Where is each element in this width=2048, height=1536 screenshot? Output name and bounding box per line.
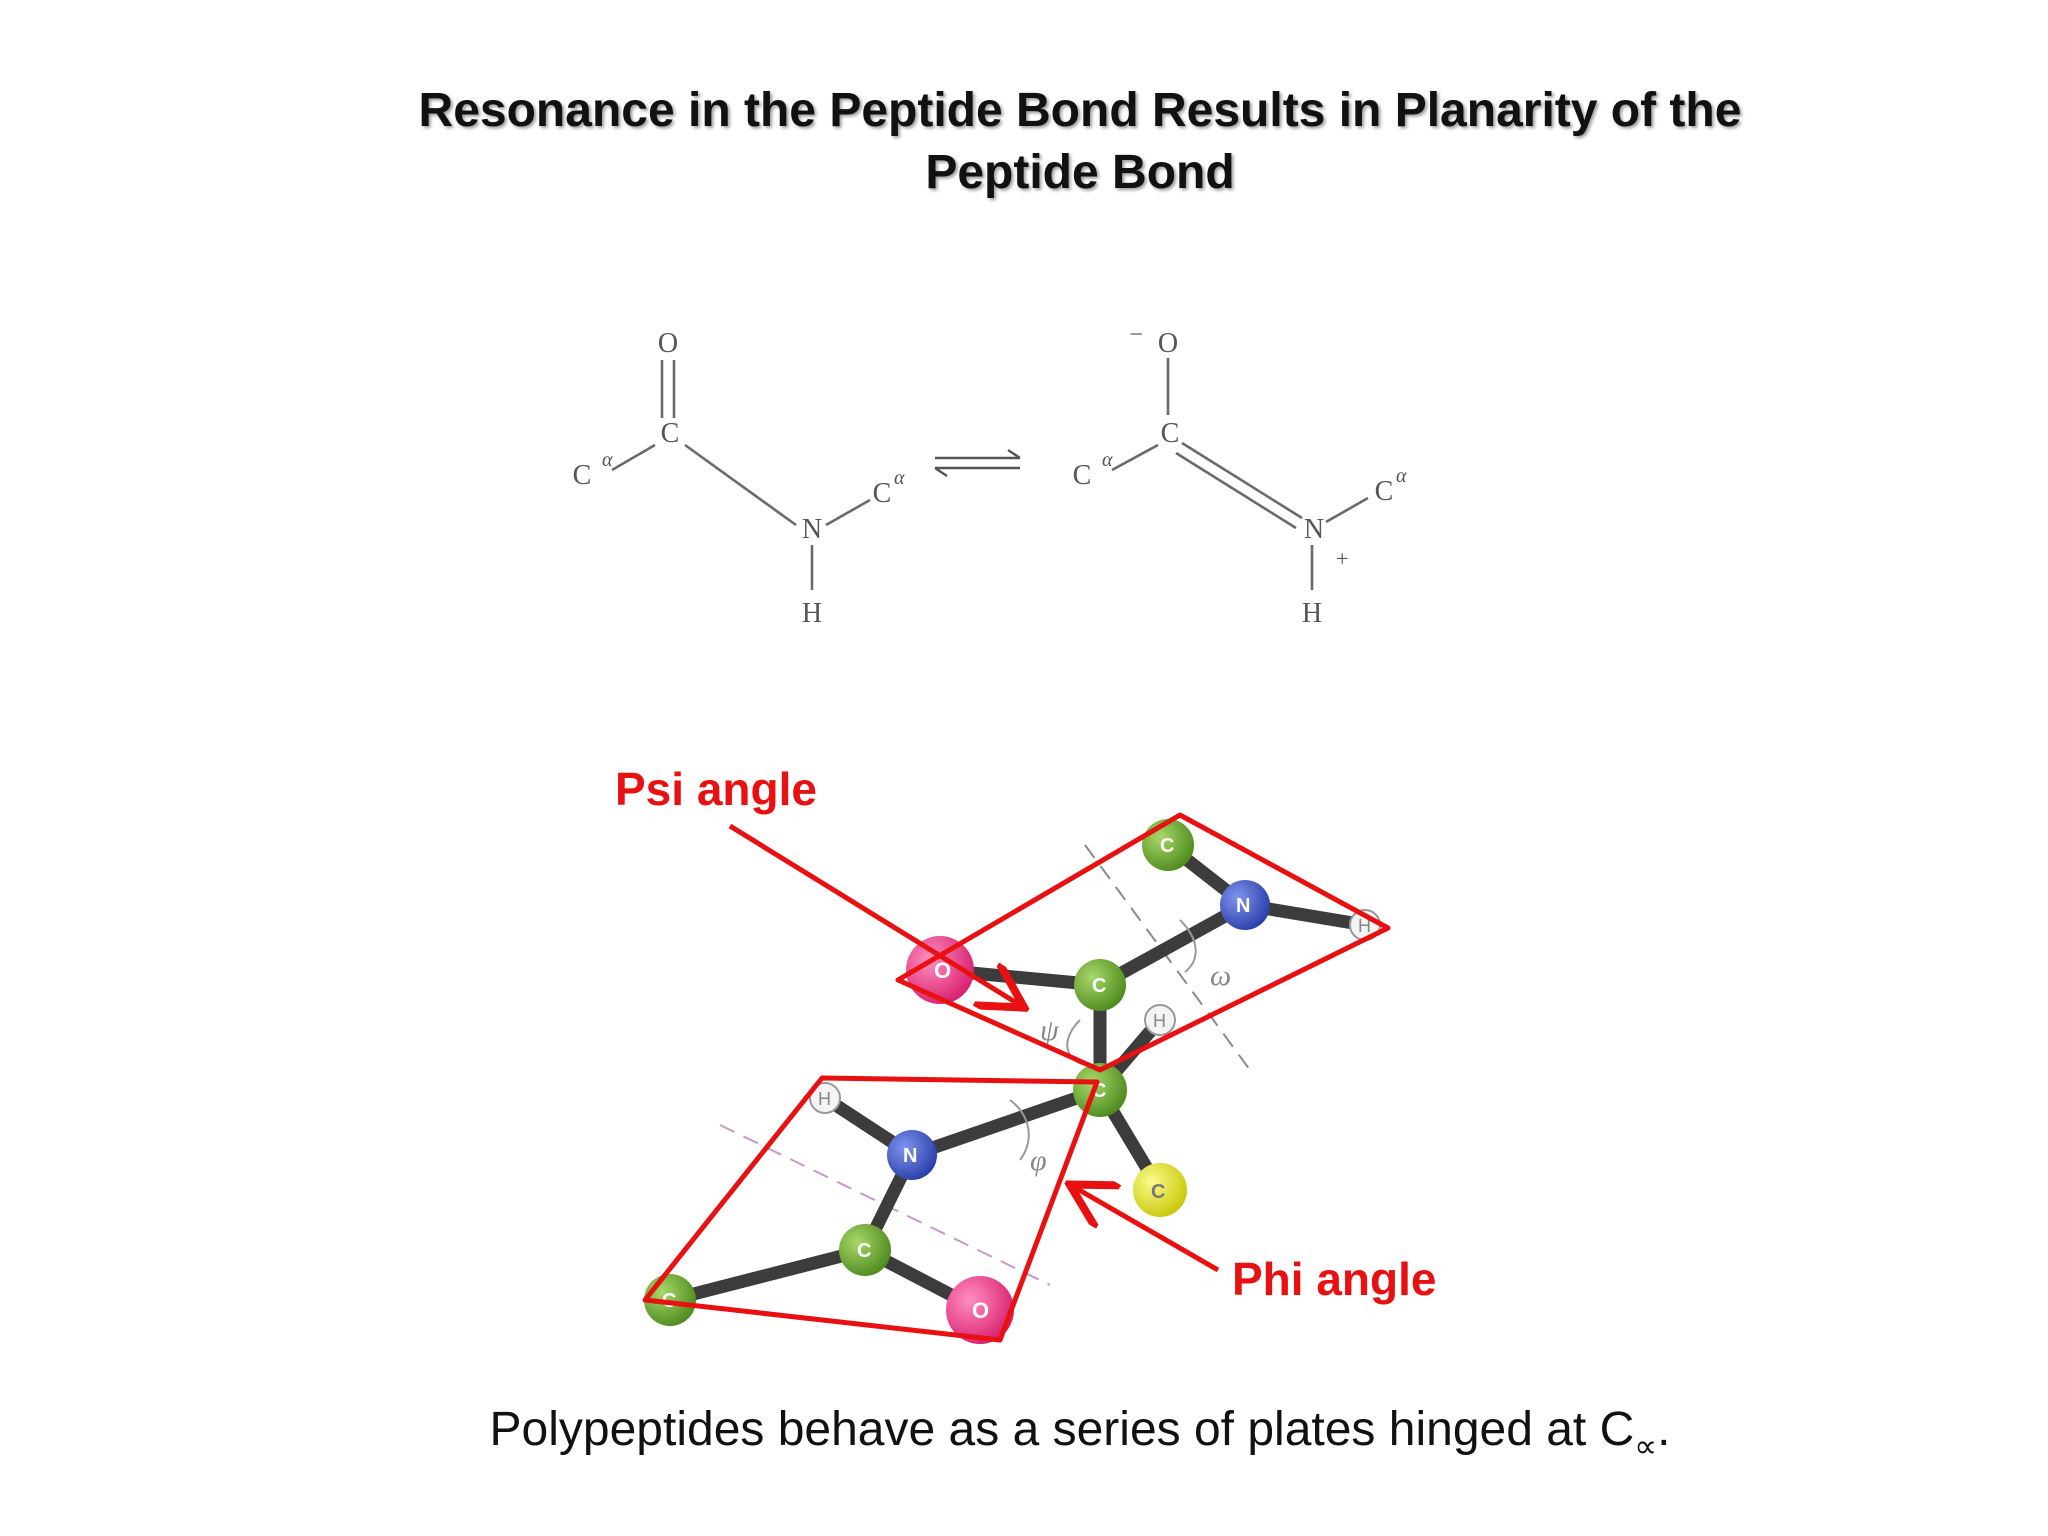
atom-label-o-bottom: O bbox=[972, 1298, 989, 1323]
psi-callout-arrow bbox=[728, 823, 1020, 1005]
atom-o: O bbox=[658, 328, 678, 359]
omega-rotation-arc bbox=[1179, 919, 1197, 973]
beta-carbon-atom bbox=[1133, 1163, 1187, 1217]
omega-axis bbox=[1084, 844, 1251, 1071]
alpha-superscript-2: α bbox=[894, 467, 905, 489]
c-n-bond bbox=[684, 443, 797, 527]
slide-title: Resonance in the Peptide Bond Results in… bbox=[200, 80, 1960, 204]
nitrogen-left-atom bbox=[887, 1130, 937, 1180]
resonance-structure-left: O C C α N C α H bbox=[573, 328, 905, 629]
n-calpha-bond bbox=[825, 498, 871, 527]
atom-o: O bbox=[1158, 328, 1178, 359]
n-calpha-bond bbox=[1325, 496, 1369, 524]
nitrogen-top-atom bbox=[1220, 880, 1270, 930]
atom-c: C bbox=[661, 418, 680, 449]
atom-calpha-1: C bbox=[573, 460, 592, 491]
phi-symbol: φ bbox=[1030, 1144, 1047, 1177]
atom-n: N bbox=[1304, 514, 1324, 545]
minus-charge: − bbox=[1129, 322, 1143, 348]
atom-label-c-beta: C bbox=[1151, 1181, 1165, 1203]
atom-n: N bbox=[802, 514, 822, 545]
phi-callout-arrow bbox=[1074, 1187, 1220, 1273]
caption-subscript: ∝ bbox=[1634, 1428, 1658, 1464]
hydrogen-left-atom bbox=[809, 1082, 841, 1114]
atom-h: H bbox=[1302, 598, 1322, 629]
title-line-1: Resonance in the Peptide Bond Results in… bbox=[418, 84, 1742, 137]
caption-text: Polypeptides behave as a series of plate… bbox=[489, 1403, 1635, 1456]
caption-period: . bbox=[1657, 1403, 1671, 1456]
hydrogen-mid-atom bbox=[1144, 1004, 1176, 1036]
carbonyl-carbon-top-atom bbox=[1074, 959, 1126, 1011]
atom-calpha-2: C bbox=[1375, 476, 1394, 507]
calpha-c-bond bbox=[1111, 443, 1159, 472]
oxygen-top-atom bbox=[906, 936, 974, 1004]
title-line-2: Peptide Bond bbox=[925, 146, 1235, 199]
psi-symbol: ψ bbox=[1040, 1014, 1060, 1047]
atom-h: H bbox=[802, 598, 822, 629]
atom-label-n-top: N bbox=[1236, 895, 1250, 917]
plus-charge: + bbox=[1336, 546, 1348, 571]
cn-double-bond-line-1 bbox=[1181, 441, 1303, 520]
atom-label-n-left: N bbox=[903, 1145, 917, 1167]
atom-calpha-2: C bbox=[873, 478, 892, 509]
atom-label-c-carbonyl-top: C bbox=[1092, 975, 1106, 997]
upper-peptide-plate bbox=[895, 812, 1391, 1073]
phi-rotation-arc bbox=[1009, 1099, 1030, 1161]
oxygen-bottom-atom bbox=[946, 1276, 1014, 1344]
phi-angle-label: Phi angle bbox=[1232, 1253, 1437, 1305]
alpha-superscript-2: α bbox=[1396, 465, 1407, 487]
psi-angle-label: Psi angle bbox=[615, 763, 817, 815]
slide-caption: Polypeptides behave as a series of plate… bbox=[200, 1402, 1960, 1465]
resonance-structure-right: − O C C α N + C α H bbox=[1073, 322, 1407, 629]
atom-label-c-carbonyl-bottom: C bbox=[857, 1240, 871, 1262]
omega-symbol: ω bbox=[1210, 959, 1231, 992]
cn-double-bond-line-2 bbox=[1175, 451, 1297, 530]
alpha-superscript-1: α bbox=[1102, 449, 1113, 471]
equilibrium-arrows bbox=[934, 449, 1021, 477]
atom-label-c-alpha-top: C bbox=[1160, 835, 1174, 857]
carbonyl-carbon-bottom-atom bbox=[839, 1224, 891, 1276]
lower-peptide-plate bbox=[642, 1075, 1100, 1343]
atom-label-h-mid: H bbox=[1153, 1011, 1166, 1031]
atom-label-o-top: O bbox=[934, 958, 951, 983]
atom-label-h-left: H bbox=[818, 1089, 831, 1109]
calpha-c-bond bbox=[611, 443, 656, 472]
atom-c: C bbox=[1161, 418, 1180, 449]
ball-stick-model: C N H O C H C H N C C C O ω ψ φ bbox=[644, 819, 1381, 1344]
atom-label-h-top: H bbox=[1358, 916, 1371, 936]
atom-calpha-1: C bbox=[1073, 460, 1092, 491]
alpha-superscript-1: α bbox=[602, 449, 613, 471]
